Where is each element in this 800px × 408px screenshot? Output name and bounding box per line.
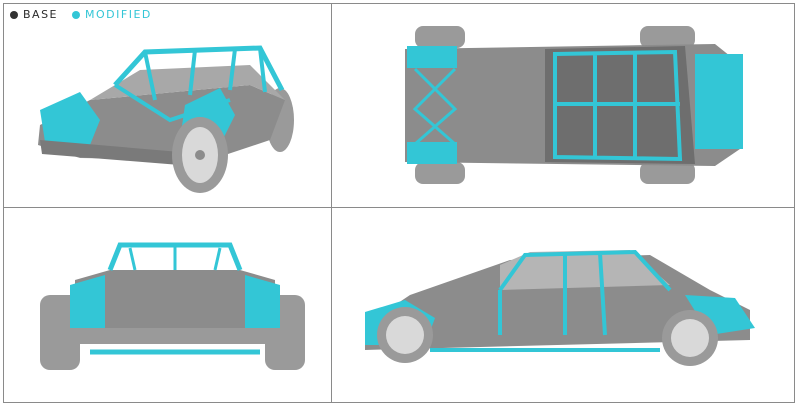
roll-cage-icon [113,45,285,92]
legend-modified-label: MODIFIED [85,8,152,21]
rear-body-icon [75,270,275,335]
front-left-tire-icon [415,26,465,48]
legend-item-modified: MODIFIED [72,8,152,21]
legend-base-label: BASE [23,8,59,21]
horizontal-divider [3,207,795,208]
rear-fender-side-icon [685,295,755,335]
roll-cage-rear-icon [107,242,243,271]
rear-view [40,240,310,375]
front-right-fender-icon [407,142,457,164]
right-rear-fender-icon [245,275,280,330]
rear-structure-icon [695,54,743,149]
roll-cage-side-icon [498,249,672,336]
legend: BASE MODIFIED [10,8,166,21]
front-bumper-icon [40,140,180,165]
left-fender-icon [40,92,100,145]
rear-bumper-icon [65,328,285,344]
top-view [395,24,765,194]
legend-item-base: BASE [10,8,58,21]
rear-right-tire-icon [640,162,695,184]
modified-dot-icon [72,10,81,19]
rear-left-tire-icon [640,26,695,48]
base-dot-icon [10,10,18,19]
front-left-fender-icon [407,46,457,68]
roll-cage-top-icon [553,49,683,162]
front-right-tire-icon [415,162,465,184]
side-view [350,240,770,375]
vertical-divider [331,3,332,403]
left-rear-fender-icon [70,275,105,330]
front-three-quarter-view [20,30,310,200]
